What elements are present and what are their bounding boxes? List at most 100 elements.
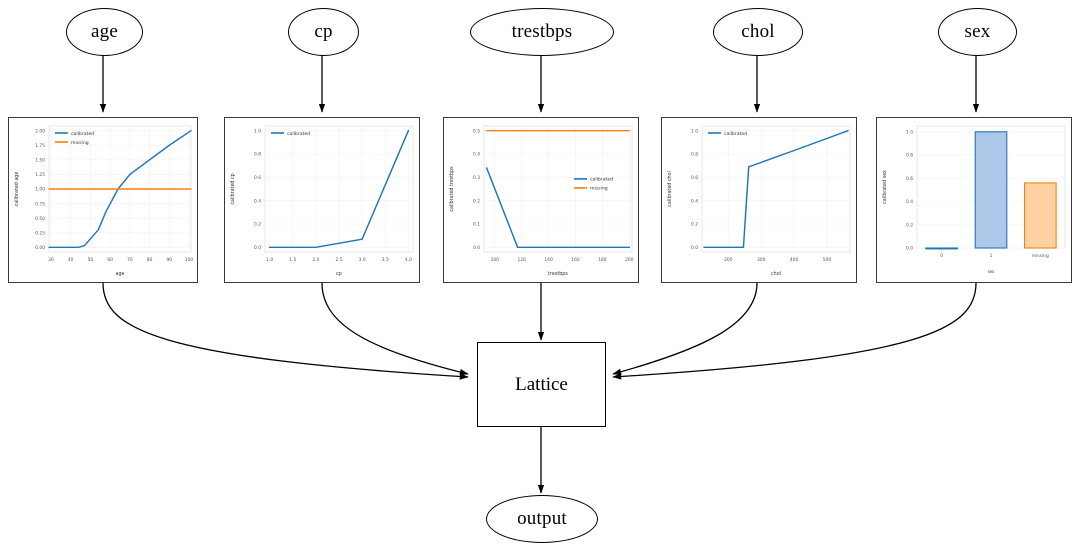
x-tick-label: 60 [107, 257, 113, 263]
y-tick-label: 0.5 [473, 128, 480, 134]
svg-text:missing: missing [71, 140, 89, 146]
y-tick-label: 0.4 [473, 152, 480, 158]
x-tick-label: 2.5 [336, 257, 343, 263]
y-tick-label: 0.8 [254, 152, 261, 158]
y-tick-label: 0.1 [473, 222, 480, 228]
x-tick-label: 0 [940, 253, 943, 259]
x-tick-label: 500 [823, 257, 832, 263]
y-tick-label: 1.50 [35, 158, 45, 164]
y-tick-label: 0.8 [691, 152, 698, 158]
y-tick-label: 0.2 [906, 222, 913, 228]
x-tick-label: 4.0 [405, 257, 412, 263]
node-output[interactable]: output [486, 495, 598, 543]
node-sex-label: sex [964, 21, 991, 42]
svg-text:calibrated: calibrated [71, 131, 94, 137]
node-chol[interactable]: chol [713, 8, 803, 56]
edge-sex-panel-to-lattice [612, 282, 977, 380]
node-trestbps-label: trestbps [511, 21, 573, 42]
y-axis-label: calibrated sex [882, 170, 888, 204]
y-tick-label: 0.75 [35, 201, 45, 207]
y-tick-label: 0.2 [691, 222, 698, 228]
edge-age-panel-to-lattice [102, 282, 469, 380]
y-tick-label: 0.3 [473, 175, 480, 181]
node-lattice-label: Lattice [515, 373, 568, 395]
node-age-label: age [91, 21, 118, 42]
node-age[interactable]: age [66, 8, 143, 56]
node-sex[interactable]: sex [938, 8, 1017, 56]
x-tick-label: 1.5 [289, 257, 296, 263]
svg-text:calibrated: calibrated [724, 131, 747, 137]
y-tick-label: 0.4 [691, 198, 698, 204]
y-tick-label: 0.0 [473, 245, 480, 251]
x-tick-label: 80 [147, 257, 153, 263]
edge-cp-panel-to-lattice [321, 282, 469, 376]
x-tick-label: 160 [571, 257, 580, 263]
svg-text:missing: missing [590, 186, 608, 192]
y-tick-label: 0.4 [906, 199, 913, 205]
x-axis-label: cp [336, 272, 342, 277]
y-tick-label: 1.75 [35, 143, 45, 149]
series-line-calibrated [703, 129, 849, 249]
x-tick-label: 2.0 [312, 257, 319, 263]
bar-0 [925, 247, 959, 250]
y-tick-label: 0.0 [254, 245, 261, 251]
y-tick-label: 0.2 [473, 198, 480, 204]
y-tick-label: 0.4 [254, 198, 261, 204]
y-tick-label: 2.00 [35, 128, 45, 134]
x-tick-label: 90 [167, 257, 173, 263]
x-axis-label: trestbps [548, 271, 568, 277]
y-tick-label: 1.00 [35, 187, 45, 193]
y-tick-label: 0.00 [35, 245, 45, 251]
node-chol-label: chol [741, 21, 775, 42]
y-axis-label: calibrated age [14, 172, 20, 207]
node-cp-label: cp [314, 21, 333, 42]
x-tick-label: 1.0 [266, 257, 273, 263]
y-axis-label: calibrated trestbps [449, 166, 455, 212]
y-tick-label: 0.2 [254, 222, 261, 228]
series-line-calibrated [485, 167, 631, 249]
x-tick-label: 120 [517, 257, 526, 263]
svg-text:calibrated: calibrated [590, 177, 613, 183]
y-tick-label: 1.0 [691, 128, 698, 134]
svg-text:calibrated: calibrated [287, 131, 310, 137]
node-lattice[interactable]: Lattice [477, 342, 606, 427]
x-tick-label: 1 [990, 253, 993, 259]
x-axis-label: sex [988, 269, 995, 274]
y-tick-label: 0.25 [35, 230, 45, 236]
x-tick-label: 100 [491, 257, 500, 263]
y-tick-label: 0.6 [691, 175, 698, 181]
node-output-label: output [517, 508, 567, 529]
y-axis-label: calibrated cp [230, 173, 236, 204]
x-tick-label: 300 [757, 257, 766, 263]
x-tick-label: 140 [544, 257, 553, 263]
bar-1 [974, 131, 1008, 249]
x-tick-label: 200 [724, 257, 733, 263]
bar-missing [1023, 182, 1057, 249]
x-tick-label: missing [1032, 253, 1049, 259]
x-tick-label: 3.5 [382, 257, 389, 263]
y-tick-label: 0.8 [906, 153, 913, 159]
node-cp[interactable]: cp [288, 8, 359, 56]
y-tick-label: 0.50 [35, 216, 45, 222]
x-tick-label: 30 [48, 257, 54, 263]
edge-chol-panel-to-lattice [612, 282, 758, 375]
legend: calibrated [708, 131, 747, 137]
legend: calibrated missing [574, 177, 613, 192]
y-tick-label: 1.25 [35, 172, 45, 178]
node-trestbps[interactable]: trestbps [470, 8, 614, 56]
y-tick-label: 0.6 [906, 176, 913, 182]
legend: calibrated missing [55, 131, 94, 146]
x-axis-label: chol [771, 271, 781, 277]
x-tick-label: 200 [625, 257, 634, 263]
x-tick-label: 50 [88, 257, 94, 263]
y-tick-label: 1.0 [906, 130, 913, 136]
x-tick-label: 100 [185, 257, 194, 263]
y-tick-label: 0.0 [691, 245, 698, 251]
chart-panel-trestbps[interactable]: 100 120 140 160 180 200 0.0 0.1 0.2 0.3 0.4 0.5 tres… [443, 117, 639, 283]
x-tick-label: 3.0 [359, 257, 366, 263]
x-tick-label: 180 [598, 257, 607, 263]
